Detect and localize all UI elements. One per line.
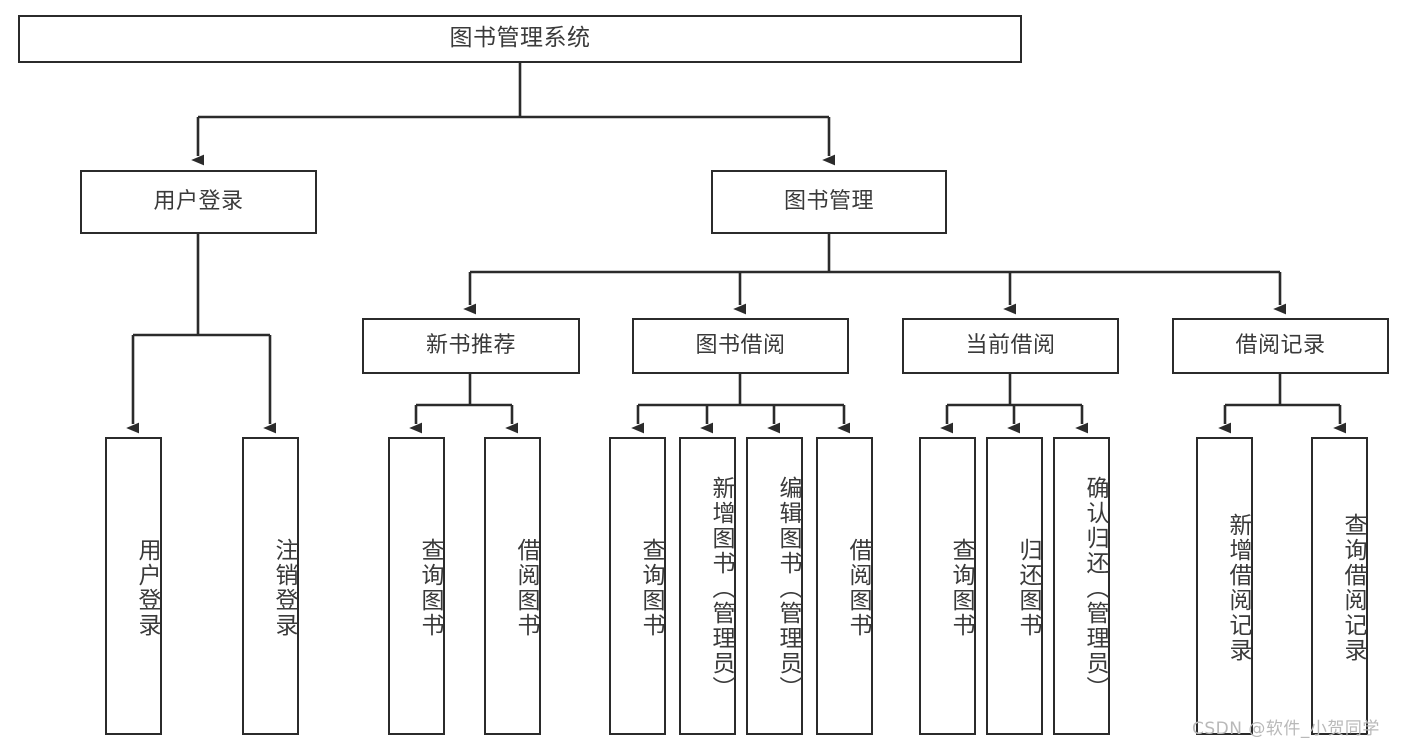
node-label: 用户登录 <box>153 189 244 215</box>
node-label: 编辑图书（管理员） <box>775 475 801 701</box>
leaf-book-borrow-borrow[interactable]: 借阅图书 <box>816 437 873 735</box>
leaf-new-book-query[interactable]: 查询图书 <box>388 437 445 735</box>
node-label: 注销登录 <box>271 538 297 638</box>
leaf-borrow-record-add[interactable]: 新增借阅记录 <box>1196 437 1253 735</box>
node-label: 图书管理系统 <box>449 25 591 52</box>
node-label: 查询图书 <box>638 538 664 638</box>
node-label: 新书推荐 <box>425 333 516 359</box>
leaf-user-login-login[interactable]: 用户登录 <box>105 437 162 735</box>
node-user-login[interactable]: 用户登录 <box>80 170 317 234</box>
node-label: 查询图书 <box>948 538 974 638</box>
node-label: 新增图书（管理员） <box>708 475 734 701</box>
leaf-new-book-borrow[interactable]: 借阅图书 <box>484 437 541 735</box>
node-borrow-record[interactable]: 借阅记录 <box>1172 318 1389 374</box>
leaf-current-borrow-confirm-return[interactable]: 确认归还（管理员） <box>1053 437 1110 735</box>
node-book-management[interactable]: 图书管理 <box>711 170 947 234</box>
leaf-book-borrow-query[interactable]: 查询图书 <box>609 437 666 735</box>
leaf-book-borrow-add[interactable]: 新增图书（管理员） <box>679 437 736 735</box>
leaf-user-login-logout[interactable]: 注销登录 <box>242 437 299 735</box>
node-new-book-recommend[interactable]: 新书推荐 <box>362 318 580 374</box>
node-label: 借阅图书 <box>513 538 539 638</box>
node-label: 借阅记录 <box>1235 333 1326 359</box>
leaf-book-borrow-edit[interactable]: 编辑图书（管理员） <box>746 437 803 735</box>
node-book-borrow[interactable]: 图书借阅 <box>632 318 849 374</box>
node-label: 用户登录 <box>134 538 160 638</box>
node-label: 当前借阅 <box>965 333 1056 359</box>
node-label: 图书借阅 <box>695 333 786 359</box>
leaf-current-borrow-query[interactable]: 查询图书 <box>919 437 976 735</box>
node-label: 归还图书 <box>1015 538 1041 638</box>
node-current-borrow[interactable]: 当前借阅 <box>902 318 1119 374</box>
node-label: 查询借阅记录 <box>1340 513 1366 663</box>
node-label: 查询图书 <box>417 538 443 638</box>
node-label: 借阅图书 <box>845 538 871 638</box>
node-label: 图书管理 <box>783 189 874 215</box>
node-root-system[interactable]: 图书管理系统 <box>18 15 1022 63</box>
leaf-borrow-record-query[interactable]: 查询借阅记录 <box>1311 437 1368 735</box>
node-label: 新增借阅记录 <box>1225 513 1251 663</box>
node-label: 确认归还（管理员） <box>1082 475 1108 701</box>
leaf-current-borrow-return[interactable]: 归还图书 <box>986 437 1043 735</box>
csdn-watermark: CSDN @软件_小贺同学 <box>1192 719 1380 739</box>
